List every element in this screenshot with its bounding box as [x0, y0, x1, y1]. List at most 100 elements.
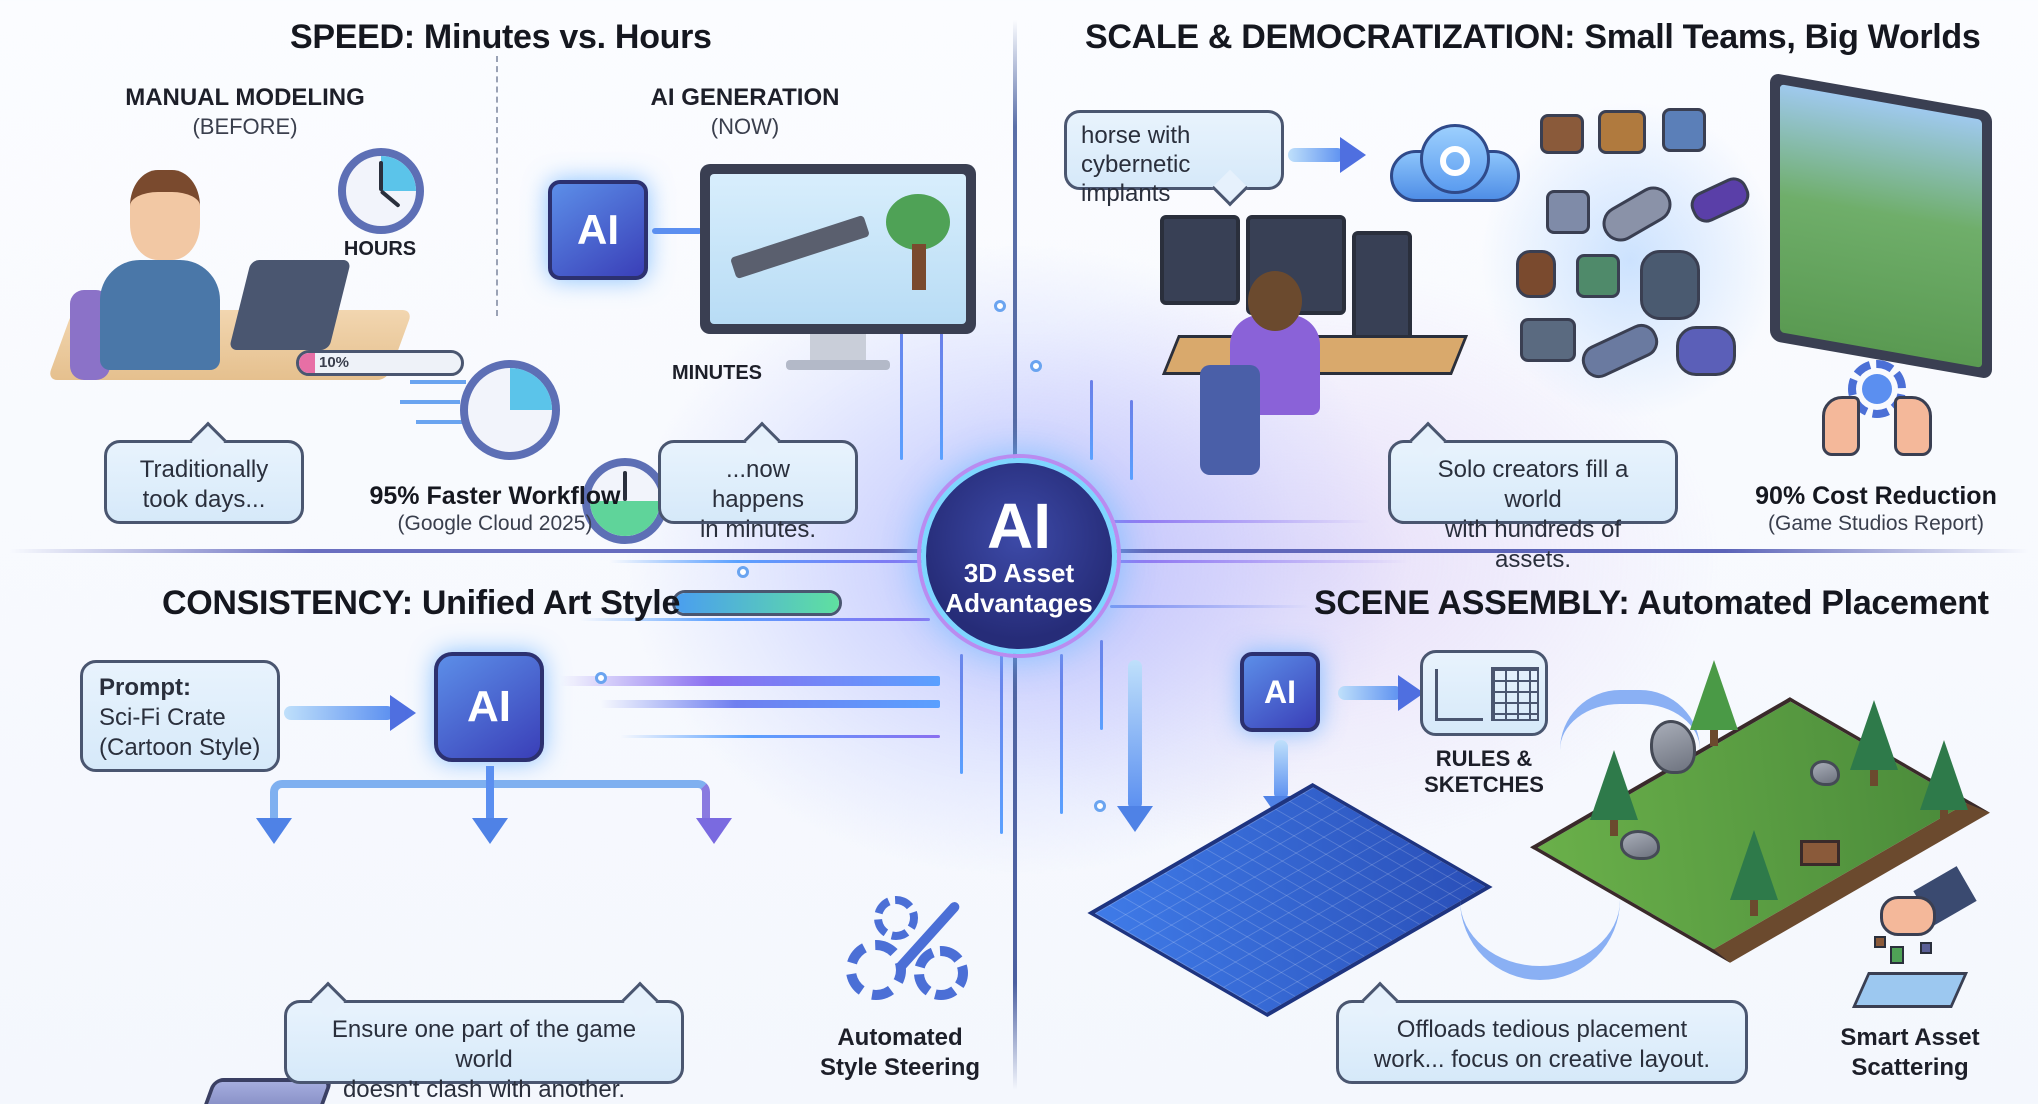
consistency-bubble-line2: doesn't clash with another. — [342, 1076, 626, 1103]
speed-dashed-separator — [496, 56, 498, 316]
scale-bubble-line2: with hundreds of assets. — [1444, 516, 1622, 573]
style-steering-line1: Automated — [837, 1024, 963, 1051]
rifle-asset-icon — [730, 214, 870, 280]
speed-ai-chip: AI — [548, 180, 648, 280]
ai-chip-icon: AI — [1240, 652, 1320, 732]
arrow-head — [390, 695, 416, 731]
scene-bubble-line2: work... focus on creative layout. — [1373, 1046, 1711, 1073]
solo-developer-illustration — [1150, 215, 1470, 505]
speed-title: SPEED: Minutes vs. Hours — [290, 18, 712, 56]
prompt-to-cloud-arrow — [1288, 148, 1344, 162]
rules-sketches-card — [1420, 650, 1548, 736]
monitor-illustration — [700, 164, 976, 334]
hub-to-blueprint-arrow — [1128, 660, 1142, 810]
prompt-line1: Sci-Fi Crate — [99, 704, 226, 731]
scale-title: SCALE & DEMOCRATIZATION: Small Teams, Bi… — [1085, 18, 1981, 56]
scene-bubble-line1: Offloads tedious placement — [1396, 1016, 1688, 1043]
style-steering-line2: Style Steering — [819, 1054, 981, 1081]
chest-asset-icon — [1598, 110, 1646, 154]
arrow-head — [1398, 675, 1424, 711]
arrow-head — [472, 818, 508, 844]
blueprint-illustration — [1087, 770, 1493, 1030]
grid-sketch-icon — [1491, 667, 1539, 721]
ai-chip-icon: AI — [434, 652, 544, 762]
scale-stat-value: 90% Cost Reduction — [1755, 482, 1997, 510]
scattering-line2: Scattering — [1851, 1054, 1969, 1081]
scene-title: SCENE ASSEMBLY: Automated Placement — [1314, 584, 1989, 622]
branch-center — [486, 766, 494, 820]
creature-asset-icon — [1676, 326, 1736, 376]
hub-title: AI — [987, 490, 1051, 562]
arrow-head — [1117, 806, 1153, 832]
ship-asset-icon — [1686, 172, 1754, 228]
speed-stat-source: (Google Cloud 2025) — [397, 512, 593, 535]
ai-to-rules-arrow — [1338, 686, 1402, 700]
hand-shape — [1880, 896, 1936, 936]
ai-to-blueprint-arrow — [1274, 740, 1288, 800]
dragon-asset-icon — [1640, 250, 1700, 320]
scattered-asset — [1890, 946, 1904, 964]
prompt-label: Prompt: — [99, 674, 191, 701]
scattering-line1: Smart Asset — [1840, 1024, 1980, 1051]
scattered-asset — [1874, 936, 1886, 948]
ai-bubble-line1: ...now happens — [711, 456, 805, 513]
hub-subtitle-line2: Advantages — [945, 588, 1093, 618]
ground-tile — [1851, 972, 1969, 1008]
rules-line2: SKETCHES — [1424, 772, 1544, 797]
hours-progress-bar: 10% — [296, 350, 464, 376]
barrel-asset-icon — [1516, 250, 1556, 298]
consistency-title: CONSISTENCY: Unified Art Style — [162, 584, 681, 622]
table-asset-icon — [1800, 840, 1840, 866]
scale-prompt-line1: horse with — [1081, 122, 1191, 149]
ai-bubble: ...now happens in minutes. — [658, 421, 858, 543]
chest-asset-icon — [1540, 114, 1584, 154]
manual-heading: MANUAL MODELING — [125, 84, 365, 111]
scene-island-illustration — [1530, 660, 1990, 980]
style-steering-icon — [838, 890, 988, 1010]
asset-scattering-icon — [1840, 866, 1980, 1016]
asset-stream — [1480, 100, 1780, 420]
monitor-base — [786, 360, 890, 370]
crate-asset-icon — [1576, 254, 1620, 298]
scene-ai-chip: AI — [1240, 652, 1320, 732]
artist-illustration — [40, 170, 413, 410]
crate-asset-icon — [1662, 108, 1706, 152]
hands-globe-icon — [1818, 360, 1934, 470]
tree-asset-icon — [886, 194, 950, 250]
tree-trunk — [912, 244, 926, 290]
ai-subheading: (NOW) — [710, 114, 780, 139]
hours-label: HOURS — [343, 238, 417, 260]
hours-progress-label: 10% — [319, 354, 350, 371]
quadrant-consistency: CONSISTENCY: Unified Art Style Prompt: S… — [0, 224, 2038, 1104]
arrow-head — [256, 818, 292, 844]
prompt-to-ai-arrow — [284, 706, 394, 720]
scale-stat-source: (Game Studios Report) — [1768, 512, 1984, 535]
minutes-progress-bar — [672, 590, 842, 616]
rules-line1: RULES & — [1435, 746, 1533, 771]
scale-bubble-line1: Solo creators fill a world — [1437, 456, 1629, 513]
manual-bubble-line1: Traditionally — [139, 456, 269, 483]
game-world-screen — [1770, 72, 1992, 380]
prompt-line2: (Cartoon Style) — [99, 734, 261, 761]
ai-bubble-line2: in minutes. — [699, 516, 817, 543]
ship-asset-icon — [1595, 179, 1679, 249]
scale-prompt-bubble: horse with cybernetic implants — [1064, 110, 1284, 207]
chip-to-monitor-link — [652, 228, 702, 234]
scale-bubble: Solo creators fill a world with hundreds… — [1388, 421, 1678, 573]
manual-bubble-line2: took days... — [142, 486, 266, 513]
scale-prompt-line2: cybernetic implants — [1081, 151, 1191, 207]
cloud-gear-icon — [1390, 120, 1520, 202]
hub-subtitle-line1: 3D Asset — [963, 558, 1075, 588]
minutes-clock-icon — [582, 458, 668, 544]
hours-progress-fill — [299, 353, 316, 373]
chart-sketch-icon — [1435, 669, 1483, 721]
manual-bubble: Traditionally took days... — [104, 421, 304, 524]
quadrant-speed: SPEED: Minutes vs. Hours MANUAL MODELING… — [0, 0, 2038, 616]
vehicle-asset-icon — [1576, 318, 1664, 384]
minutes-progress-fill — [675, 593, 839, 613]
consistency-prompt-box: Prompt: Sci-Fi Crate (Cartoon Style) — [80, 660, 280, 772]
arrow-head — [696, 818, 732, 844]
consistency-ai-chip: AI — [434, 652, 544, 762]
ai-chip-icon: AI — [548, 180, 648, 280]
monitor-stand — [810, 334, 866, 364]
